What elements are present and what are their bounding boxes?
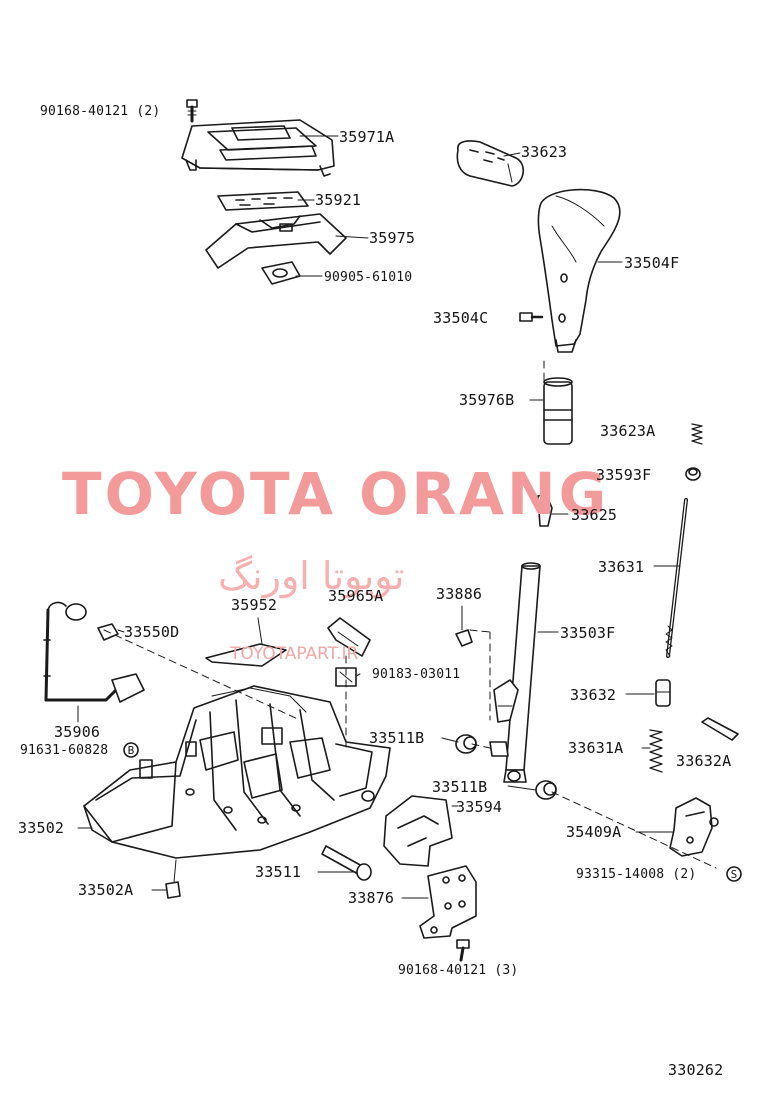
callout-90168-bottom: 90168-40121 (3) (398, 963, 519, 978)
bushing-33886 (455, 629, 473, 647)
rod-33631 (665, 498, 688, 658)
bracket-35409A (669, 797, 719, 857)
callout-33631A: 33631A (568, 739, 624, 757)
callout-91631: 91631-60828 (20, 743, 109, 758)
damper-33511B-upper (455, 734, 477, 754)
pin-33625 (537, 493, 553, 527)
trim-strip-35921 (217, 191, 309, 211)
watermark-brand: TOYOTA ORANG (62, 460, 610, 528)
bolt-90168-bottom (456, 939, 470, 962)
callout-33594: 33594 (456, 798, 503, 816)
callout-35965A: 35965A (328, 587, 384, 605)
knob-33504F (537, 188, 621, 353)
callout-35409A: 35409A (566, 823, 622, 841)
watermark-site: TOYOTAPART.IR (230, 644, 359, 664)
bracket-33594 (383, 795, 453, 867)
callout-33625: 33625 (571, 506, 618, 524)
nut-33593F (685, 467, 701, 481)
housing-33502 (83, 685, 391, 859)
callout-90905: 90905-61010 (324, 270, 413, 285)
callout-35952: 35952 (231, 596, 278, 614)
damper-33511B-lower (535, 780, 557, 800)
callout-90183: 90183-03011 (372, 667, 461, 682)
callout-33504C: 33504C (433, 309, 489, 327)
marker-s-letter: S (730, 868, 738, 881)
callout-90168-top: 90168-40121 (2) (40, 104, 161, 119)
button-33623 (456, 140, 524, 187)
screw-33504C (519, 312, 544, 322)
marker-b (123, 742, 139, 758)
callout-35976B: 35976B (459, 391, 515, 409)
callout-35921: 35921 (315, 191, 362, 209)
boot-35976B (543, 377, 573, 445)
bolt-90168-top (186, 99, 198, 123)
callout-33886: 33886 (436, 585, 483, 603)
cable-35906 (43, 601, 145, 703)
callout-33502: 33502 (18, 819, 65, 837)
figure-code: 330262 (668, 1061, 724, 1079)
callout-33631: 33631 (598, 558, 645, 576)
callout-33623: 33623 (521, 143, 568, 161)
callout-33503F: 33503F (560, 624, 616, 642)
spring-33623A (691, 423, 703, 445)
callout-33632A: 33632A (676, 752, 732, 770)
callout-93315: 93315-14008 (2) (576, 867, 697, 882)
nut-33502A (165, 881, 181, 899)
callout-33876: 33876 (348, 889, 395, 907)
clip-90905 (261, 261, 301, 285)
spring-33631A (649, 729, 663, 773)
callout-33623A: 33623A (600, 422, 656, 440)
marker-b-letter: B (127, 744, 135, 757)
pin-33632 (655, 679, 671, 707)
callout-33504F: 33504F (624, 254, 680, 272)
callout-35906: 35906 (54, 723, 101, 741)
lever-33503F (489, 562, 541, 783)
leaders-bottom (77, 629, 675, 899)
callout-33511B-lower: 33511B (432, 778, 488, 796)
leaders-top-left (295, 135, 369, 277)
spring-plate-35965A (327, 617, 371, 657)
callout-33593F: 33593F (596, 466, 652, 484)
callout-33502A: 33502A (78, 881, 134, 899)
watermark-persian: تویوتا اورنگ (218, 554, 405, 598)
callout-33511: 33511 (255, 863, 302, 881)
trim-panel-35975 (205, 213, 347, 269)
marker-s (726, 866, 742, 882)
cover-35971A (181, 119, 335, 177)
callout-35971A: 35971A (339, 128, 395, 146)
callout-33550D: 33550D (124, 623, 180, 641)
bracket-33876 (419, 865, 477, 939)
plate-35952 (205, 617, 287, 667)
pin-33632A (701, 717, 739, 741)
callout-35975: 35975 (369, 229, 416, 247)
callout-33511B-upper: 33511B (369, 729, 425, 747)
bolt-33511 (321, 845, 372, 881)
alignment-lines (103, 359, 717, 869)
callout-33632: 33632 (570, 686, 617, 704)
